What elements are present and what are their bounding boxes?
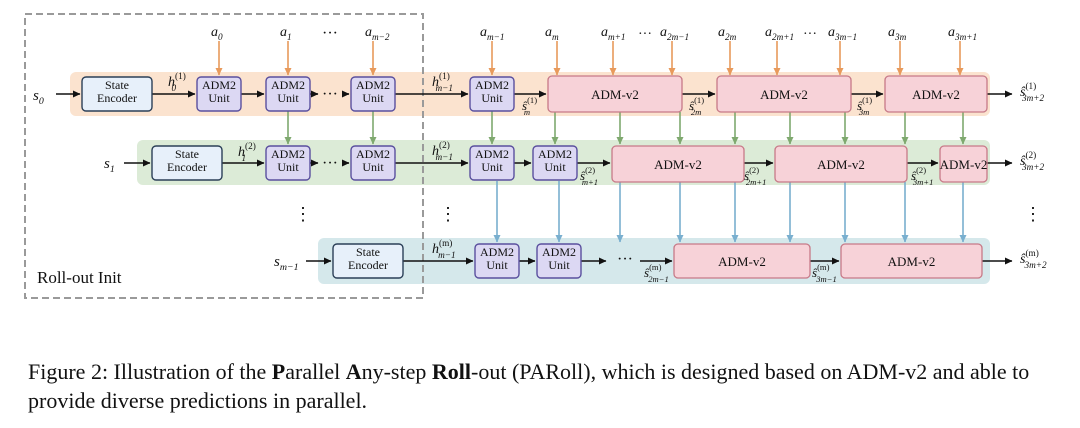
row3-dots: ··· [617, 251, 633, 268]
admv2-row3-1-label: ADM-v2 [718, 254, 766, 269]
admv2-row2-2-label: ADM-v2 [817, 157, 865, 172]
input-label-9: a3m+1 [948, 25, 977, 42]
adm2-unit-row2-3 [469, 145, 515, 181]
admv2-row1-2-label: ADM-v2 [760, 87, 808, 102]
figure-caption: Figure 2: Illustration of the Parallel A… [28, 357, 1058, 415]
state-encoder-row2 [151, 145, 223, 181]
rollout-init-label: Roll-out Init [37, 268, 122, 287]
input-label-7: a3m−1 [828, 25, 857, 42]
caption-bold-p: P [271, 359, 286, 384]
hidden-label-hm1-row1: h(1)m−1 [432, 71, 453, 93]
row2-dots: ··· [322, 155, 338, 172]
adm2-unit-row1-1 [196, 76, 242, 112]
caption-bold-roll: Roll [431, 359, 471, 384]
vdots-1: ⋮ [294, 204, 312, 224]
output-label-row2: ŝ(2)3m+2 [1020, 150, 1044, 172]
admv2-row2-2 [774, 145, 908, 183]
pred-label-6: ŝ(2)3m+1 [911, 165, 933, 187]
hidden-label-hm1-row3: h(m)m−1 [432, 238, 456, 260]
caption-prefix: Figure 2: Illustration of the [28, 359, 272, 384]
rollout-init-region [24, 13, 424, 299]
input-label-3: am+1 [601, 25, 626, 42]
output-label-row3: ŝ(m)3m+2 [1020, 248, 1047, 270]
state-encoder-row1 [81, 76, 153, 112]
pred-label-4: ŝ(2)m+1 [580, 165, 598, 187]
caption-a-rest: ny-step [361, 359, 432, 384]
adm2-unit-row2-1 [265, 145, 311, 181]
input-label-4: a2m−1 [660, 25, 689, 42]
input-label-1: am−1 [480, 25, 505, 42]
admv2-row2-3-label: ADM-v2 [940, 157, 988, 172]
admv2-row1-3-label: ADM-v2 [912, 87, 960, 102]
admv2-row1-1-label: ADM-v2 [591, 87, 639, 102]
caption-p-rest: arallel [285, 359, 346, 384]
vdots-3: ⋮ [1024, 204, 1042, 224]
admv2-row2-1 [611, 145, 745, 183]
admv2-row2-3 [939, 145, 988, 183]
init-inputs-dots: ··· [322, 25, 338, 42]
hidden-label-h1: h(2)1 [238, 141, 256, 163]
adm2-unit-row1-4 [469, 76, 515, 112]
pred-label-8: ŝ(m)3m−1 [812, 262, 837, 284]
adm2-unit-row1-2 [265, 76, 311, 112]
pred-label-7: ŝ(m)2m−1 [644, 262, 669, 284]
pred-label-2: ŝ(1)2m [689, 95, 704, 117]
hidden-label-h0: h(1)0 [168, 71, 186, 93]
input-label-2: am [545, 25, 559, 42]
input-label-init-1: a0 [211, 25, 223, 42]
caption-bold-a: A [345, 359, 362, 384]
output-label-row1: ŝ(1)3m+2 [1020, 81, 1044, 103]
adm2-unit-row3-2 [536, 243, 582, 279]
state-encoder-row3 [332, 243, 404, 279]
row1-dots: ··· [322, 86, 338, 103]
input-label-init-3: am−2 [365, 25, 390, 42]
adm2-unit-row2-4 [532, 145, 578, 181]
pred-label-5: ŝ(2)2m+1 [744, 165, 766, 187]
input-label-5: a2m [718, 25, 737, 42]
main-inputs-dots-1: ··· [638, 27, 652, 42]
adm2-unit-row1-3 [350, 76, 396, 112]
state-label-sm1: sm−1 [274, 254, 299, 273]
admv2-row2-1-label: ADM-v2 [654, 157, 702, 172]
caption-suffix: -out (PARoll), which is designed based o… [28, 359, 1030, 413]
input-label-8: a3m [888, 25, 907, 42]
input-label-init-2: a1 [280, 25, 292, 42]
main-inputs-dots-2: ··· [803, 27, 817, 42]
admv2-row1-1 [547, 75, 683, 113]
pred-label-3: ŝ(1)3m [857, 95, 872, 117]
admv2-row3-2 [840, 243, 983, 279]
admv2-row3-2-label: ADM-v2 [888, 254, 936, 269]
state-label-s1: s1 [104, 156, 115, 175]
state-label-s0: s0 [33, 88, 44, 107]
admv2-row1-2 [716, 75, 852, 113]
adm2-unit-row3-1 [474, 243, 520, 279]
hidden-label-hm1-row2: h(2)m−1 [432, 140, 453, 162]
pred-label-1: ŝ(1)m [522, 95, 537, 117]
adm2-unit-row2-2 [350, 145, 396, 181]
input-label-6: a2m+1 [765, 25, 794, 42]
vdots-2: ⋮ [439, 204, 457, 224]
admv2-row1-3 [884, 75, 988, 113]
admv2-row3-1 [673, 243, 811, 279]
